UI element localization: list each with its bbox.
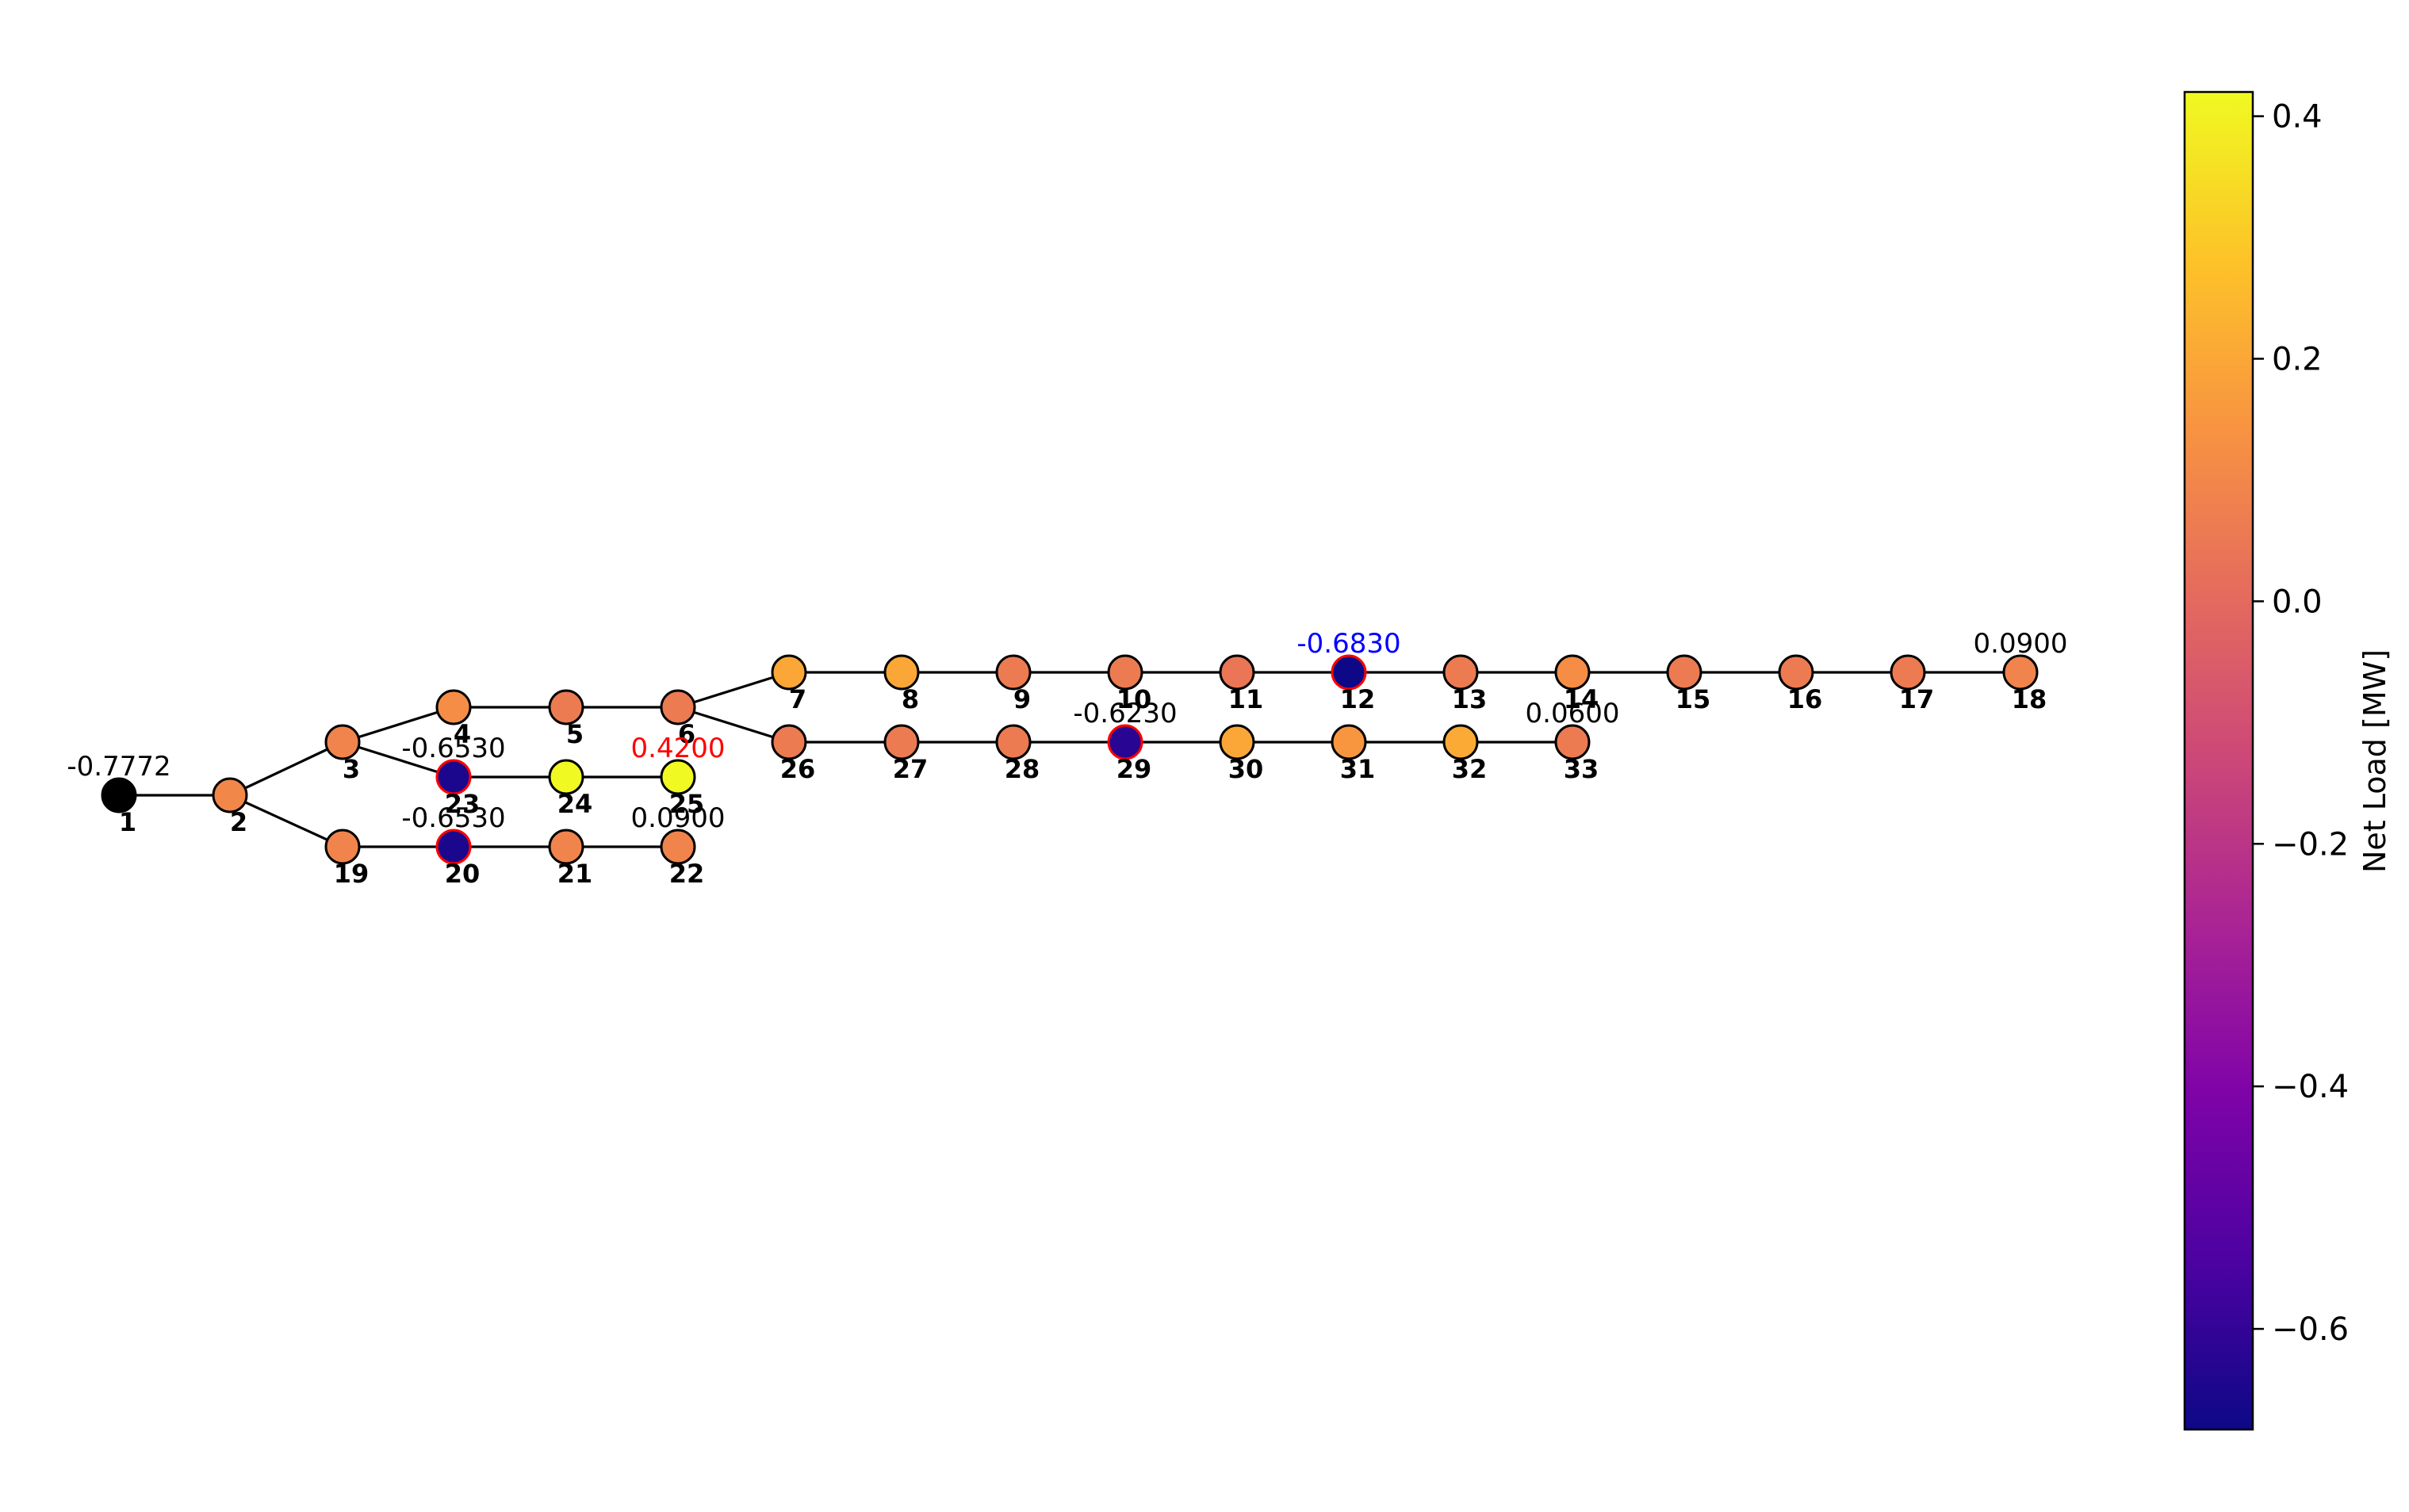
node-32 <box>1442 724 1479 760</box>
colorbar-ticks: 0.4 0.2 0.0 −0.2 −0.4 −0.6 <box>2253 99 2349 1348</box>
node-label-5: 5 <box>566 719 584 749</box>
node-19 <box>324 829 361 865</box>
node-label-9: 9 <box>1013 684 1031 714</box>
node-4 <box>435 689 472 725</box>
edge-2-3 <box>229 741 343 797</box>
node-18 <box>2002 654 2039 691</box>
node-15 <box>1666 654 1702 691</box>
node-label-3: 3 <box>343 754 360 784</box>
node-2 <box>212 777 248 813</box>
node-23 <box>435 759 472 795</box>
colorbar-label: Net Load [MW] <box>2357 649 2392 873</box>
node-21 <box>548 829 584 865</box>
node-label-10: 10 <box>1116 684 1152 714</box>
colorbar-gradient <box>2183 90 2254 1431</box>
value-annotation-18: 0.0900 <box>1974 628 2068 660</box>
node-label-12: 12 <box>1340 684 1376 714</box>
node-14 <box>1554 654 1591 691</box>
node-label-25: 25 <box>669 789 705 819</box>
edge-3-4 <box>342 706 454 744</box>
node-12 <box>1331 654 1367 691</box>
node-label-20: 20 <box>445 859 481 889</box>
value-annotation-23: -0.6530 <box>401 733 505 764</box>
node-22 <box>660 829 696 865</box>
node-26 <box>771 724 807 760</box>
node-label-11: 11 <box>1228 684 1264 714</box>
colorbar-tick-label-4: −0.4 <box>2272 1069 2349 1105</box>
value-annotation-12: -0.6830 <box>1296 628 1400 660</box>
node-label-16: 16 <box>1787 684 1823 714</box>
node-25 <box>660 759 696 795</box>
value-annotations: -0.7772 -0.6530 0.4200 -0.6530 0.0900 -0.6230… <box>67 628 2067 834</box>
colorbar: 0.4 0.2 0.0 −0.2 −0.4 −0.6 Net Load [MW] <box>2183 90 2392 1431</box>
node-label-6: 6 <box>678 719 695 749</box>
node-5 <box>548 689 584 725</box>
value-annotation-20: -0.6530 <box>401 802 505 834</box>
node-label-1: 1 <box>119 807 136 837</box>
node-label-23: 23 <box>445 789 481 819</box>
node-label-2: 2 <box>230 807 247 837</box>
node-label-28: 28 <box>1005 754 1040 784</box>
colorbar-tick-label-3: −0.2 <box>2272 826 2349 863</box>
node-label-21: 21 <box>557 859 593 889</box>
node-31 <box>1331 724 1367 760</box>
node-label-29: 29 <box>1116 754 1152 784</box>
node-29 <box>1107 724 1143 760</box>
node-7 <box>771 654 807 691</box>
edge-6-7 <box>677 671 790 709</box>
node-label-18: 18 <box>2012 684 2047 714</box>
node-label-19: 19 <box>334 859 370 889</box>
node-label-22: 22 <box>669 859 705 889</box>
node-8 <box>883 654 920 691</box>
value-annotation-22: 0.0900 <box>631 802 726 834</box>
network-edges <box>119 671 2020 848</box>
value-annotation-33: 0.0600 <box>1526 698 1620 729</box>
node-24 <box>548 759 584 795</box>
node-label-27: 27 <box>893 754 929 784</box>
node-label-4: 4 <box>454 719 471 749</box>
node-1 <box>101 777 137 813</box>
node-label-17: 17 <box>1899 684 1935 714</box>
colorbar-tick-label-0: 0.4 <box>2272 99 2323 136</box>
node-6 <box>660 689 696 725</box>
node-20 <box>435 829 472 865</box>
value-annotation-25: 0.4200 <box>631 733 726 764</box>
colorbar-tick-label-2: 0.0 <box>2272 584 2323 620</box>
node-33 <box>1554 724 1591 760</box>
node-16 <box>1778 654 1814 691</box>
value-annotation-1: -0.7772 <box>67 751 170 783</box>
node-label-14: 14 <box>1564 684 1599 714</box>
node-11 <box>1219 654 1255 691</box>
node-10 <box>1107 654 1143 691</box>
colorbar-tick-label-1: 0.2 <box>2272 341 2323 377</box>
node-label-31: 31 <box>1340 754 1376 784</box>
node-30 <box>1219 724 1255 760</box>
node-17 <box>1890 654 1926 691</box>
node-28 <box>995 724 1032 760</box>
node-label-32: 32 <box>1452 754 1488 784</box>
node-label-33: 33 <box>1564 754 1599 784</box>
node-label-15: 15 <box>1676 684 1711 714</box>
node-label-30: 30 <box>1228 754 1264 784</box>
value-annotation-29: -0.6230 <box>1073 698 1177 729</box>
node-9 <box>995 654 1032 691</box>
edge-3-23 <box>342 741 454 779</box>
node-label-26: 26 <box>780 754 816 784</box>
node-3 <box>324 724 361 760</box>
colorbar-tick-label-5: −0.6 <box>2272 1311 2349 1348</box>
node-13 <box>1442 654 1479 691</box>
node-label-7: 7 <box>789 684 806 714</box>
edge-2-19 <box>229 794 343 848</box>
node-label-13: 13 <box>1452 684 1488 714</box>
node-label-8: 8 <box>902 684 919 714</box>
node-label-24: 24 <box>557 789 593 819</box>
edge-6-26 <box>677 706 790 744</box>
network-nodes <box>101 654 2039 865</box>
node-27 <box>883 724 920 760</box>
